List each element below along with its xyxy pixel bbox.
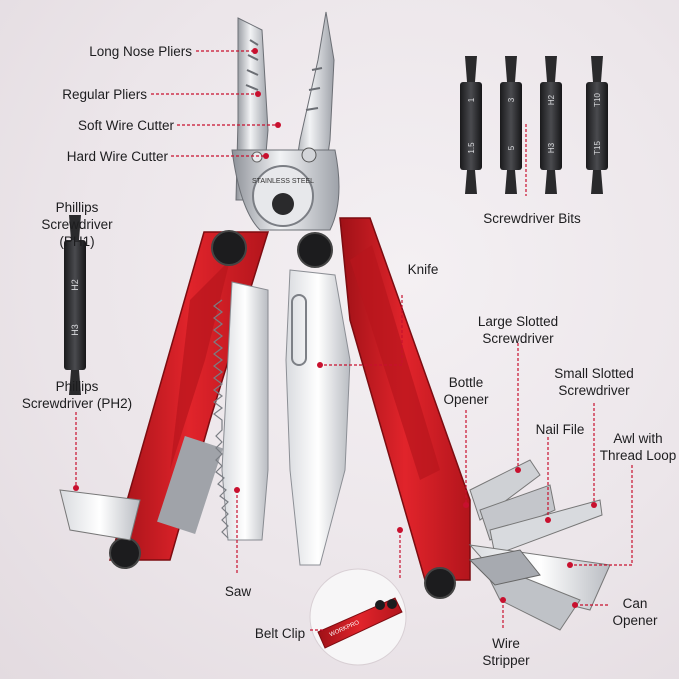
ph-bit-bottom: H3 — [70, 324, 80, 336]
label-belt-clip: Belt Clip — [254, 626, 306, 641]
label-bottle-opener: Bottle Opener — [443, 375, 489, 407]
label-hard-wire-cutter: Hard Wire Cutter — [66, 149, 168, 164]
label-awl: Awl with Thread Loop — [599, 431, 677, 463]
pliers-jaws: STAINLESS STEEL — [231, 11, 340, 231]
phillips-bit: H2 H3 — [64, 215, 86, 395]
bit-4-top: T10 — [593, 93, 602, 107]
bit-2: 3 5 — [500, 56, 522, 194]
label-phillips-ph2: Phillips Screwdriver (PH2) — [21, 379, 133, 411]
label-regular-pliers: Regular Pliers — [62, 87, 147, 102]
bottom-left-cap — [109, 537, 141, 569]
label-screwdriver-bits: Screwdriver Bits — [483, 211, 581, 226]
bit-3: H2 H3 — [540, 56, 562, 194]
bit-2-top: 3 — [507, 97, 516, 102]
label-knife: Knife — [407, 262, 439, 277]
bottom-right-cap — [424, 567, 456, 599]
pocket-tool — [59, 489, 141, 541]
bit-1: 1 1.5 — [460, 56, 482, 194]
bit-1-bottom: 1.5 — [467, 142, 476, 154]
bit-2-bottom: 5 — [507, 145, 516, 150]
knife-blade — [285, 269, 351, 566]
label-saw: Saw — [224, 584, 252, 599]
plier-stamp: STAINLESS STEEL — [252, 178, 314, 185]
label-can-opener: Can Opener — [612, 596, 658, 628]
label-soft-wire-cutter: Soft Wire Cutter — [77, 118, 174, 133]
label-wire-stripper: Wire Stripper — [482, 636, 530, 668]
label-phillips-ph1: Phillips Screwdriver (PH1) — [41, 200, 113, 249]
belt-clip-inset: WORKPRO — [309, 568, 407, 666]
bit-4-bottom: T15 — [593, 141, 602, 155]
bit-3-bottom: H3 — [547, 142, 556, 153]
label-nail-file: Nail File — [535, 422, 585, 437]
jaw-hole — [251, 151, 263, 163]
pliers-screw — [301, 147, 317, 163]
label-large-slotted: Large Slotted Screwdriver — [477, 314, 559, 346]
left-pivot-cap — [211, 230, 247, 266]
ph-bit-top: H2 — [70, 279, 80, 291]
leader-lines — [75, 50, 633, 631]
bit-1-top: 1 — [467, 97, 476, 102]
screwdriver-bits: 1 1.5 3 5 H2 H3 T10 T15 — [460, 56, 608, 194]
tool-fan — [468, 459, 611, 631]
leader-dots — [73, 48, 597, 608]
label-small-slotted: Small Slotted Screwdriver — [554, 366, 634, 398]
right-handle — [339, 217, 471, 581]
jaw-serrations — [245, 39, 323, 111]
label-long-nose-pliers: Long Nose Pliers — [89, 44, 192, 59]
saw-blade — [213, 281, 269, 541]
bit-3-top: H2 — [547, 94, 556, 105]
right-pivot-cap — [297, 232, 333, 268]
bit-4: T10 T15 — [586, 56, 608, 194]
